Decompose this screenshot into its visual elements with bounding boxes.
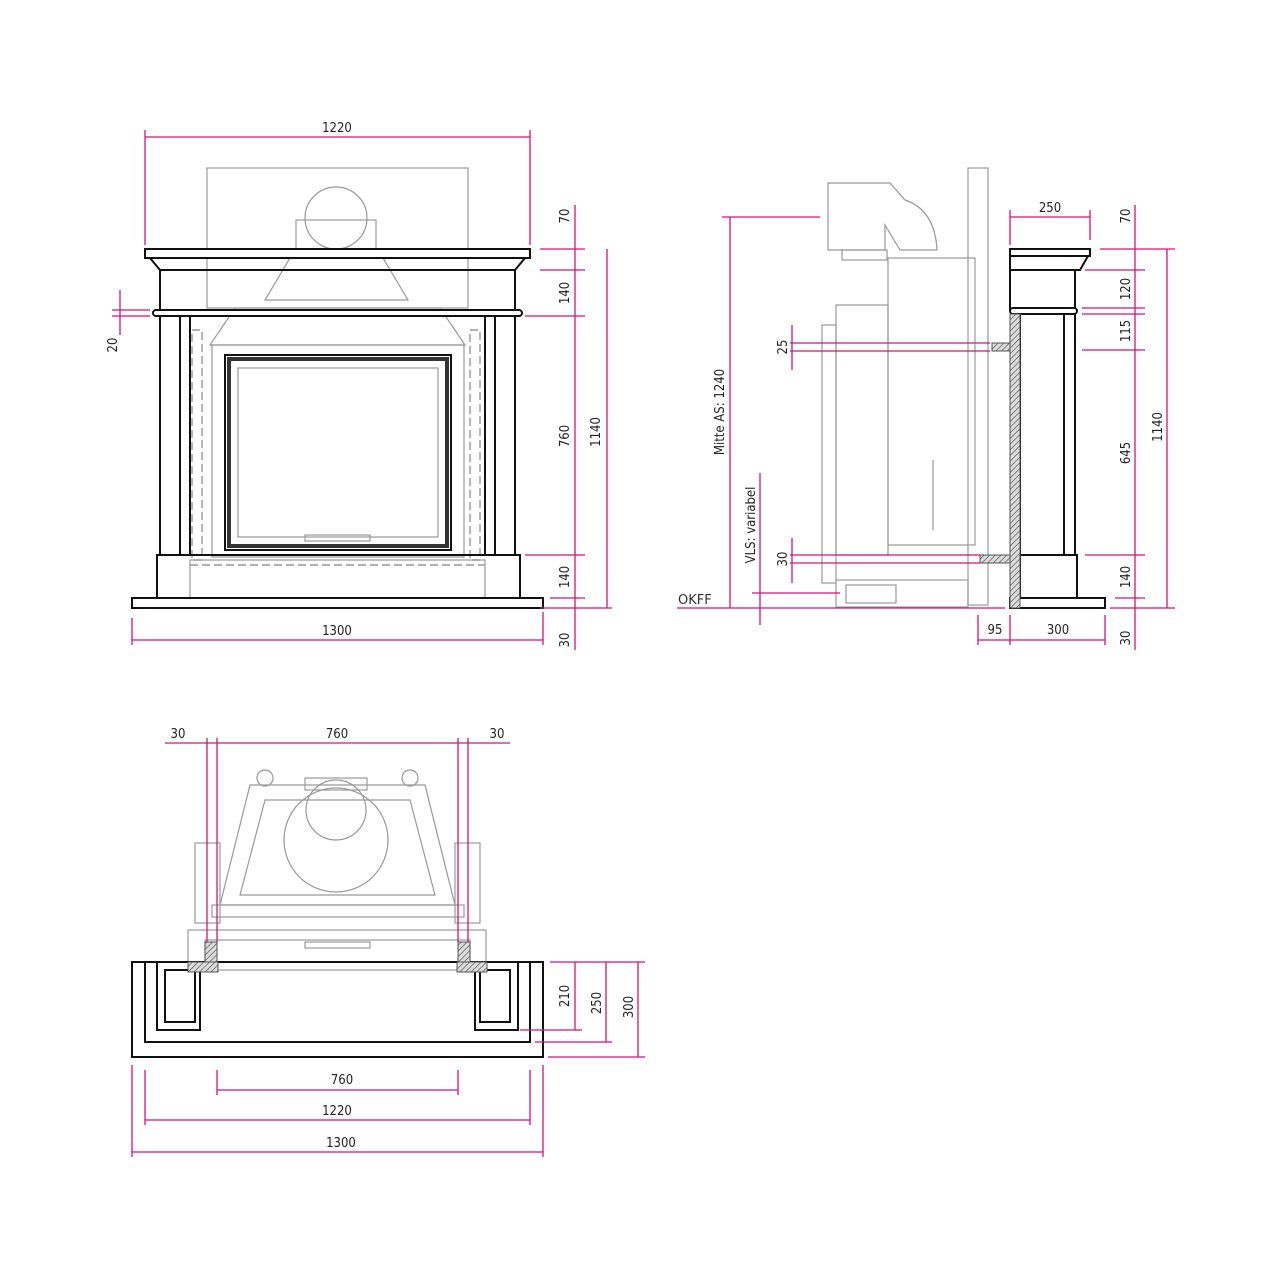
dim-shelf-height: 70: [558, 209, 573, 224]
front-dimensions: 1220 70 140 20 760 1140 140 1300 30: [106, 121, 612, 650]
dim-frieze-height: 140: [558, 282, 573, 304]
insert-top-outline: [187, 769, 487, 971]
dim-wall-gap: 95: [988, 623, 1003, 638]
dim-lower-offset: 30: [776, 552, 791, 567]
insert-outline: [189, 167, 486, 599]
dim-depth-top: 250: [1039, 201, 1061, 216]
dim-bottom-opening: 760: [331, 1073, 353, 1088]
side-view: Mitte AS: 1240 VLS: variabel OKFF 25 30 …: [677, 167, 1175, 650]
dim-opening-height: 760: [558, 425, 573, 447]
mantel-outline: [131, 248, 544, 609]
dim-total-height: 1140: [1151, 412, 1166, 442]
dim-frieze-height: 120: [1119, 278, 1134, 300]
dim-opening-width: 760: [326, 727, 348, 742]
label-floor: OKFF: [678, 593, 712, 608]
mantel-side-outline: [979, 248, 1106, 609]
dim-left-wall: 30: [171, 727, 186, 742]
dim-depth-total: 300: [622, 996, 637, 1018]
front-view: 1220 70 140 20 760 1140 140 1300 30: [106, 121, 612, 650]
dim-bottom-base: 1300: [326, 1136, 356, 1151]
dim-plinth-height: 140: [1119, 566, 1134, 588]
mantel-top-outline: [131, 941, 544, 1058]
top-dimensions: 30 760 30 210 250 300 760 1220 1300: [131, 727, 645, 1157]
dim-band-height: 20: [106, 338, 121, 353]
dim-bottom-mantel: 1220: [322, 1104, 352, 1119]
dim-depth-inner: 210: [558, 985, 573, 1007]
dim-total-height: 1140: [589, 417, 604, 447]
side-dimensions: Mitte AS: 1240 VLS: variabel OKFF 25 30 …: [677, 201, 1175, 650]
dim-band-height: 115: [1119, 320, 1134, 342]
dim-base-depth: 300: [1047, 623, 1069, 638]
dim-upper-offset: 25: [776, 340, 791, 355]
dim-base-height: 30: [558, 633, 573, 648]
top-view: 30 760 30 210 250 300 760 1220 1300: [131, 727, 645, 1157]
dim-right-wall: 30: [490, 727, 505, 742]
dim-mantel-width: 1220: [322, 121, 352, 136]
label-flue-center: Mitte AS: 1240: [713, 369, 728, 455]
dim-base-width: 1300: [322, 624, 352, 639]
dim-column-height: 645: [1119, 442, 1134, 464]
dim-base-height: 30: [1119, 631, 1134, 646]
dim-depth-mid: 250: [590, 992, 605, 1014]
label-vls: VLS: variabel: [744, 487, 759, 564]
dim-plinth-height: 140: [558, 566, 573, 588]
dim-shelf-height: 70: [1119, 209, 1134, 224]
insert-side-outline: [821, 167, 989, 608]
